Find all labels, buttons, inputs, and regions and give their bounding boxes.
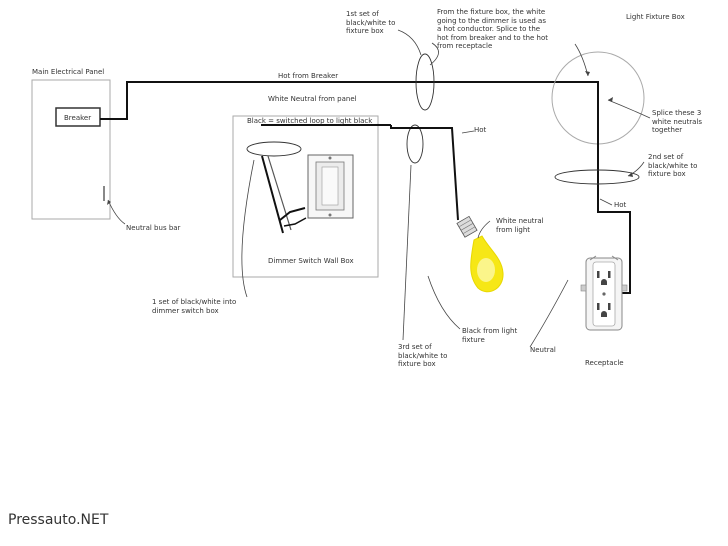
third-set-ring [406, 124, 424, 164]
dimmer-wall-box [232, 115, 379, 278]
neutral-label: Neutral [530, 346, 556, 354]
switched-loop-label: Black = switched loop to light black [247, 117, 373, 125]
dimmer-switch-icon [307, 154, 354, 219]
first-set-ring [415, 53, 435, 111]
second-set-ring [554, 169, 640, 185]
breaker-box [55, 107, 101, 127]
wire-bundle-ring [246, 141, 302, 157]
dimmer-leads [279, 207, 306, 221]
second-set-label: 2nd set of black/white to fixture box [648, 153, 698, 178]
first-set-label: 1st set of black/white to fixture box [346, 10, 396, 35]
hot-from-breaker-label: Hot from Breaker [278, 72, 339, 80]
black-to-light-wire [390, 125, 459, 221]
wire-bundle-white [267, 155, 292, 231]
main-panel-box [31, 79, 111, 220]
fixture-note-label: From the fixture box, the white going to… [437, 8, 549, 50]
dimmer-box-label: Dimmer Switch Wall Box [268, 257, 354, 265]
white-neutral-label: White Neutral from panel [268, 95, 357, 103]
splice-note-label: Splice these 3 white neutrals together [652, 109, 703, 134]
receptacle-icon [580, 255, 628, 331]
main-panel-label: Main Electrical Panel [32, 68, 105, 76]
wire-bundle-black [261, 155, 284, 234]
light-bulb-icon [456, 215, 504, 293]
hot-label-2: Hot [614, 201, 627, 209]
hot-to-receptacle-wire [597, 97, 631, 294]
dimmer-lead-2 [283, 217, 307, 227]
light-fixture-box-label: Light Fixture Box [626, 13, 685, 21]
watermark: Pressauto.NET [8, 512, 109, 528]
breaker-label: Breaker [64, 114, 92, 122]
leader-arrowheads [107, 71, 633, 205]
hot-from-breaker-wire [100, 81, 599, 120]
receptacle-label: Receptacle [585, 359, 624, 367]
hot-label-1: Hot [474, 126, 487, 134]
neutral-bus-label: Neutral bus bar [126, 224, 181, 232]
black-from-light-label: Black from light fixture [462, 327, 518, 344]
white-neutral-light-label: White neutral from light [496, 217, 544, 234]
third-set-label: 3rd set of black/white to fixture box [398, 343, 448, 368]
one-set-label: 1 set of black/white into dimmer switch … [152, 298, 237, 315]
